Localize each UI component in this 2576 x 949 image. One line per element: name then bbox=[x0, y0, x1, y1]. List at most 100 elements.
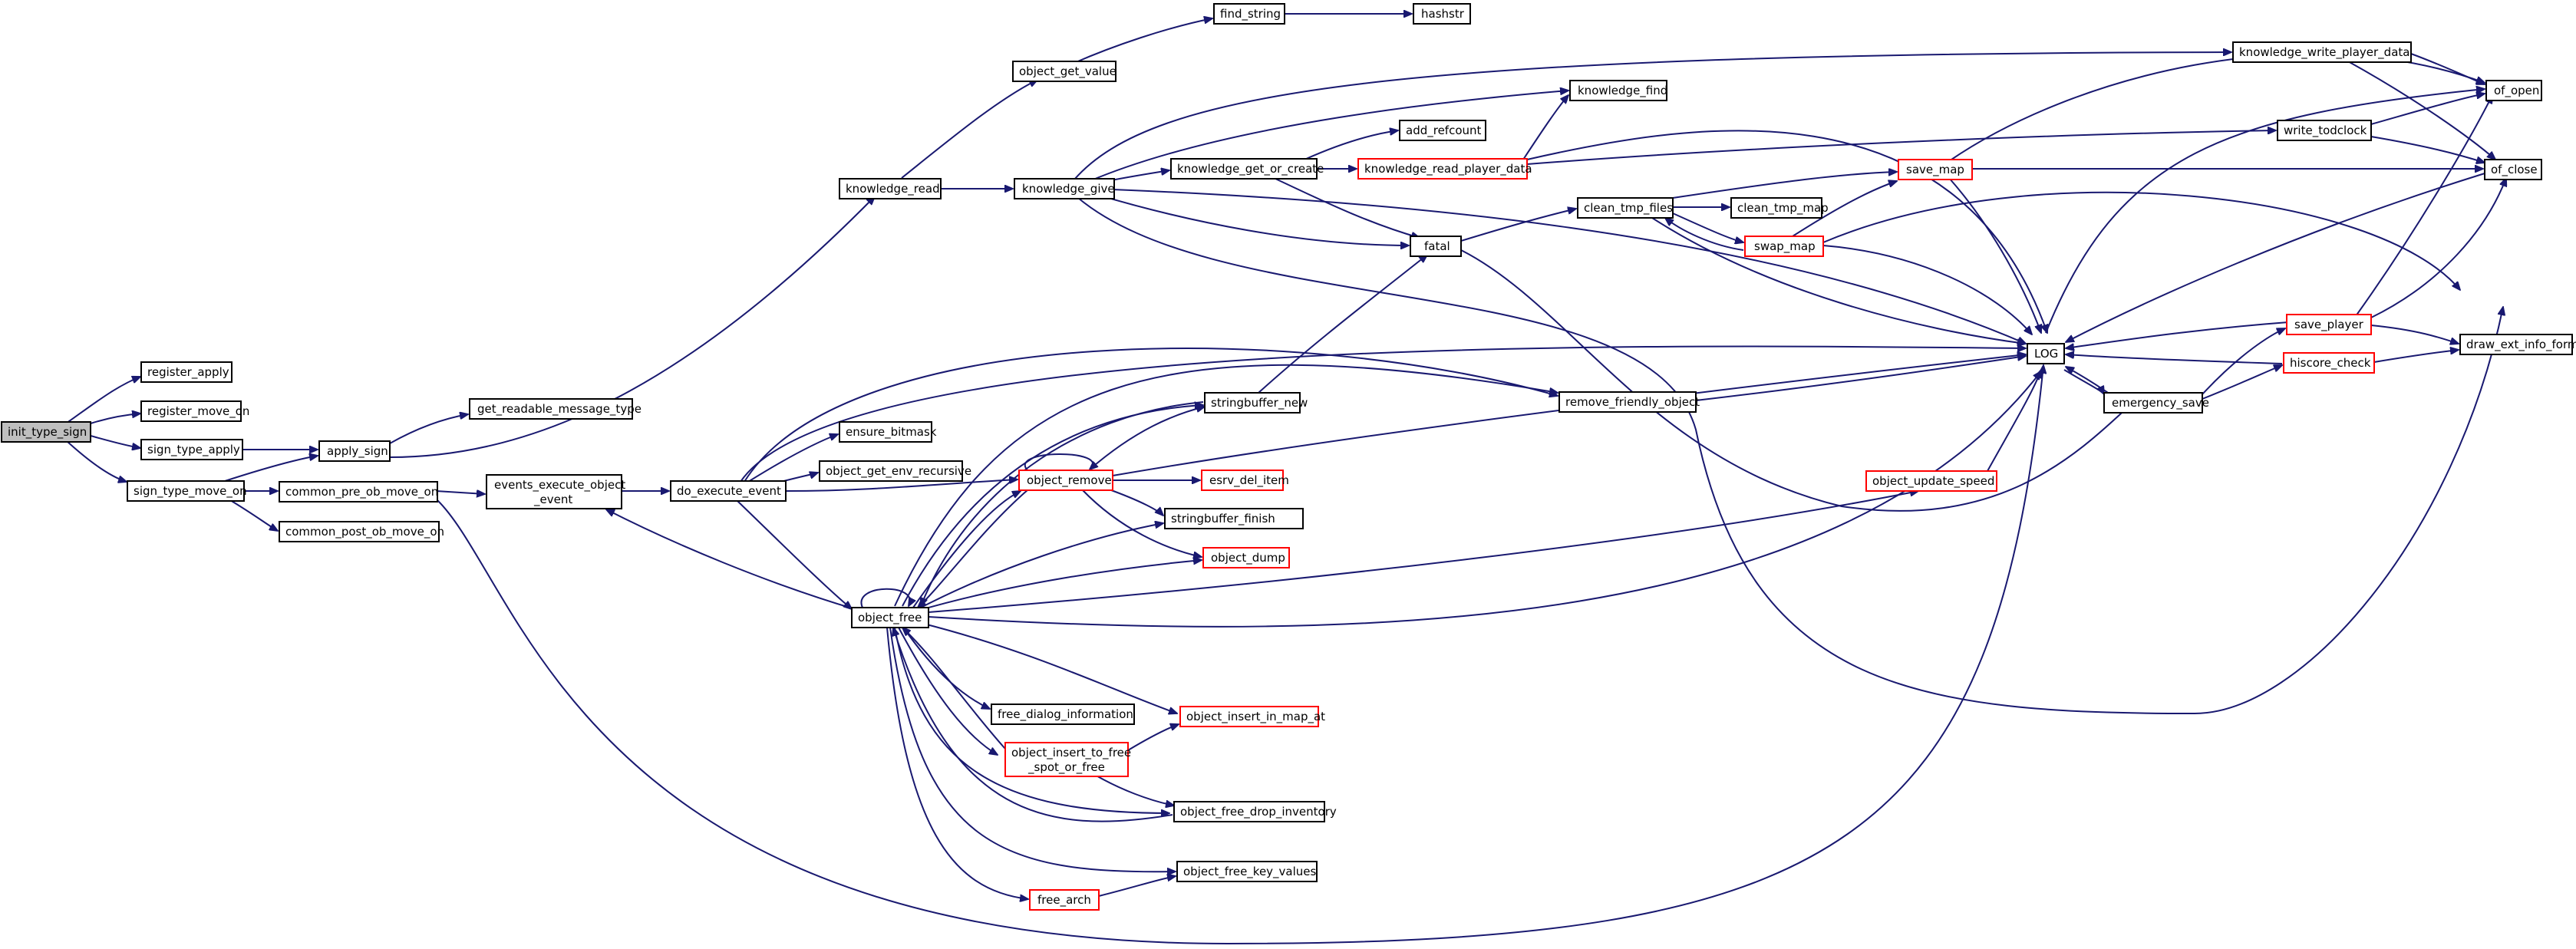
node-events-execute-object-event[interactable]: events_execute_object _event bbox=[486, 474, 625, 509]
node-common-pre-ob-move-on[interactable]: common_pre_ob_move_on bbox=[279, 481, 438, 503]
edge-ofclose-log bbox=[2066, 173, 2485, 342]
node-write-todclock[interactable]: write_todclock bbox=[2277, 120, 2372, 141]
edge-fatal-emergency-save bbox=[1460, 249, 2133, 512]
svg-text:apply_sign: apply_sign bbox=[327, 444, 388, 459]
node-of-open[interactable]: of_open bbox=[2485, 80, 2542, 101]
node-object-free[interactable]: object_free bbox=[851, 607, 929, 628]
node-register-apply[interactable]: register_apply bbox=[140, 361, 233, 383]
edge-of-events bbox=[606, 509, 856, 610]
node-common-post-ob-move-on[interactable]: common_post_ob_move_on bbox=[279, 521, 444, 542]
node-sign-type-apply[interactable]: sign_type_apply bbox=[140, 439, 243, 460]
edge-ous-log bbox=[1987, 370, 2041, 472]
edge-of-remove-friendly bbox=[894, 364, 1558, 607]
node-register-move-on[interactable]: register_move_on bbox=[140, 400, 249, 422]
node-find-string[interactable]: find_string bbox=[1213, 3, 1285, 25]
node-swap-map[interactable]: swap_map bbox=[1744, 236, 1824, 257]
edge-log-of-open bbox=[2045, 89, 2485, 334]
node-knowledge-write-player-data[interactable]: knowledge_write_player_data bbox=[2232, 41, 2412, 63]
node-apply-sign[interactable]: apply_sign bbox=[318, 440, 391, 462]
edge-do-execute-log bbox=[740, 347, 2026, 483]
node-object-remove[interactable]: object_remove bbox=[1018, 470, 1113, 491]
node-free-dialog-information[interactable]: free_dialog_information bbox=[991, 704, 1135, 725]
node-add-refcount[interactable]: add_refcount bbox=[1399, 120, 1486, 141]
svg-text:common_post_ob_move_on: common_post_ob_move_on bbox=[285, 525, 444, 539]
edge-init-register-move-on bbox=[90, 414, 140, 424]
node-stringbuffer-finish[interactable]: stringbuffer_finish bbox=[1164, 508, 1304, 529]
edge-of-insert-map-at bbox=[920, 622, 1177, 713]
svg-text:LOG: LOG bbox=[2034, 347, 2058, 361]
svg-text:events_execute_object: events_execute_object bbox=[494, 478, 625, 493]
svg-text:object_update_speed: object_update_speed bbox=[1872, 474, 1994, 489]
svg-text:object_free_drop_inventory: object_free_drop_inventory bbox=[1180, 805, 1337, 819]
node-object-dump[interactable]: object_dump bbox=[1202, 547, 1290, 568]
node-object-free-drop-inventory[interactable]: object_free_drop_inventory bbox=[1173, 801, 1337, 822]
node-clean-tmp-map[interactable]: clean_tmp_map bbox=[1730, 197, 1829, 219]
node-get-readable-message-type[interactable]: get_readable_message_type bbox=[469, 398, 642, 420]
node-do-execute-event[interactable]: do_execute_event bbox=[670, 480, 787, 502]
edge-wtc-of-close bbox=[2370, 136, 2485, 163]
svg-text:free_arch: free_arch bbox=[1037, 893, 1091, 908]
svg-text:add_refcount: add_refcount bbox=[1406, 124, 1482, 138]
node-init-type-sign[interactable]: init_type_sign bbox=[1, 421, 91, 443]
edge-init-register-apply bbox=[65, 377, 140, 424]
node-object-get-env-recursive[interactable]: object_get_env_recursive bbox=[819, 460, 971, 482]
svg-text:hiscore_check: hiscore_check bbox=[2290, 356, 2371, 371]
svg-text:common_pre_ob_move_on: common_pre_ob_move_on bbox=[285, 485, 438, 499]
node-fatal[interactable]: fatal bbox=[1410, 236, 1462, 257]
svg-text:object_remove: object_remove bbox=[1027, 473, 1112, 488]
svg-text:sign_type_move_on: sign_type_move_on bbox=[134, 484, 247, 499]
node-ensure-bitmask[interactable]: ensure_bitmask bbox=[839, 421, 937, 443]
node-sign-type-move-on[interactable]: sign_type_move_on bbox=[127, 480, 247, 502]
node-hiscore-check[interactable]: hiscore_check bbox=[2283, 352, 2375, 374]
edge-save-map-log bbox=[1948, 177, 2041, 333]
svg-text:swap_map: swap_map bbox=[1754, 239, 1816, 254]
edge-do-execute-object-free bbox=[736, 499, 852, 609]
edge-or-sbn bbox=[1089, 407, 1205, 470]
node-stringbuffer-new[interactable]: stringbuffer_new bbox=[1204, 392, 1308, 414]
svg-text:knowledge_read_player_data: knowledge_read_player_data bbox=[1364, 162, 1532, 176]
svg-text:of_close: of_close bbox=[2491, 163, 2538, 177]
svg-text:object_free_key_values: object_free_key_values bbox=[1183, 865, 1317, 879]
node-save-player[interactable]: save_player bbox=[2286, 314, 2372, 335]
node-emergency-save[interactable]: emergency_save bbox=[2103, 392, 2209, 414]
node-remove-friendly-object[interactable]: remove_friendly_object bbox=[1558, 391, 1700, 413]
node-object-update-speed[interactable]: object_update_speed bbox=[1865, 470, 1997, 492]
node-knowledge-get-or-create[interactable]: knowledge_get_or_create bbox=[1170, 158, 1324, 180]
edge-sign-type-move-on-apply-sign bbox=[222, 456, 318, 483]
edge-wtc-of-open bbox=[2370, 94, 2485, 125]
node-object-free-key-values[interactable]: object_free_key_values bbox=[1176, 861, 1318, 882]
node-log[interactable]: LOG bbox=[2027, 343, 2065, 364]
node-knowledge-read-player-data[interactable]: knowledge_read_player_data bbox=[1357, 158, 1532, 180]
svg-text:knowledge_read: knowledge_read bbox=[846, 182, 940, 196]
node-clean-tmp-files[interactable]: clean_tmp_files bbox=[1577, 197, 1674, 219]
node-of-close[interactable]: of_close bbox=[2484, 159, 2542, 180]
edge-of-drop-inv bbox=[894, 627, 1169, 813]
edge-of-or bbox=[912, 491, 1021, 608]
edge-swap-draw-ext bbox=[1822, 191, 2460, 290]
node-free-arch[interactable]: free_arch bbox=[1029, 889, 1100, 911]
node-hashstr[interactable]: hashstr bbox=[1413, 3, 1471, 25]
svg-text:stringbuffer_finish: stringbuffer_finish bbox=[1171, 512, 1275, 526]
edge-ofdi-of bbox=[893, 628, 1173, 822]
node-object-get-value[interactable]: object_get_value bbox=[1012, 61, 1116, 82]
node-knowledge-read[interactable]: knowledge_read bbox=[839, 178, 942, 199]
node-knowledge-give[interactable]: knowledge_give bbox=[1014, 178, 1115, 199]
node-esrv-del-item[interactable]: esrv_del_item bbox=[1201, 470, 1289, 491]
edge-swap-log bbox=[1822, 245, 2032, 334]
node-draw-ext-info-format[interactable]: draw_ext_info_format bbox=[2459, 334, 2576, 355]
node-knowledge-find[interactable]: knowledge_find bbox=[1569, 80, 1667, 101]
svg-text:_event: _event bbox=[533, 493, 572, 507]
edge-kgoc-fatal bbox=[1273, 177, 1420, 238]
svg-text:save_player: save_player bbox=[2294, 318, 2364, 332]
edge-kwpd-of-open bbox=[2410, 53, 2485, 85]
edge-of-free-arch bbox=[886, 627, 1028, 899]
node-object-insert-in-map-at[interactable]: object_insert_in_map_at bbox=[1179, 706, 1325, 727]
svg-text:knowledge_give: knowledge_give bbox=[1022, 182, 1115, 196]
node-object-insert-to-free-spot-or-free[interactable]: object_insert_to_free _spot_or_free bbox=[1004, 742, 1131, 777]
node-save-map[interactable]: save_map bbox=[1898, 159, 1973, 180]
edge-kgoc-add-refcount bbox=[1304, 130, 1398, 160]
svg-text:save_map: save_map bbox=[1906, 163, 1964, 177]
edge-kgive-log bbox=[1092, 188, 2026, 344]
edge-kgive-fatal bbox=[1092, 193, 1409, 245]
edge-sp-of-close bbox=[2370, 178, 2506, 318]
